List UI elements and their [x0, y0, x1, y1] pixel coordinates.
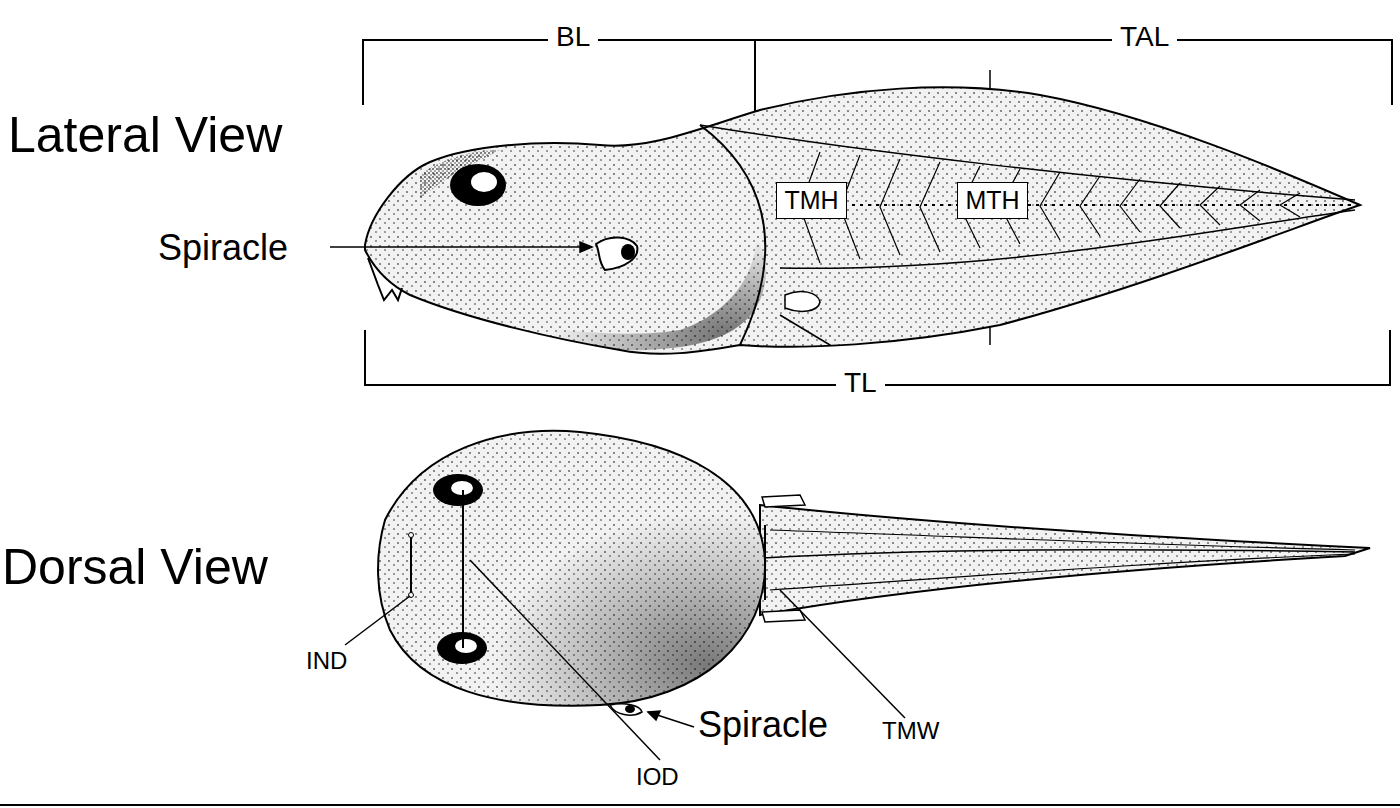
lateral-tadpole: [365, 87, 1360, 353]
dorsal-tadpole: [378, 431, 1370, 715]
box-text: MTH: [965, 186, 1019, 215]
box-text: TMH: [784, 186, 838, 215]
dimension-label: TAL: [1112, 22, 1177, 53]
dimension-label: TL: [836, 368, 885, 399]
view-title: Dorsal View: [2, 540, 268, 595]
dimension-label: IOD: [636, 764, 679, 790]
view-title: Lateral View: [8, 108, 282, 163]
measure-brackets: [363, 40, 1392, 385]
leader-lines: [0, 242, 1400, 805]
measure-box: MTH: [957, 182, 1028, 219]
measure-box: TMH: [776, 182, 847, 219]
part-label: Spiracle: [158, 228, 288, 268]
part-label: Spiracle: [698, 705, 828, 745]
dimension-label: IND: [306, 648, 347, 674]
dimension-label: BL: [548, 22, 598, 53]
dimension-label: TMW: [882, 718, 939, 744]
